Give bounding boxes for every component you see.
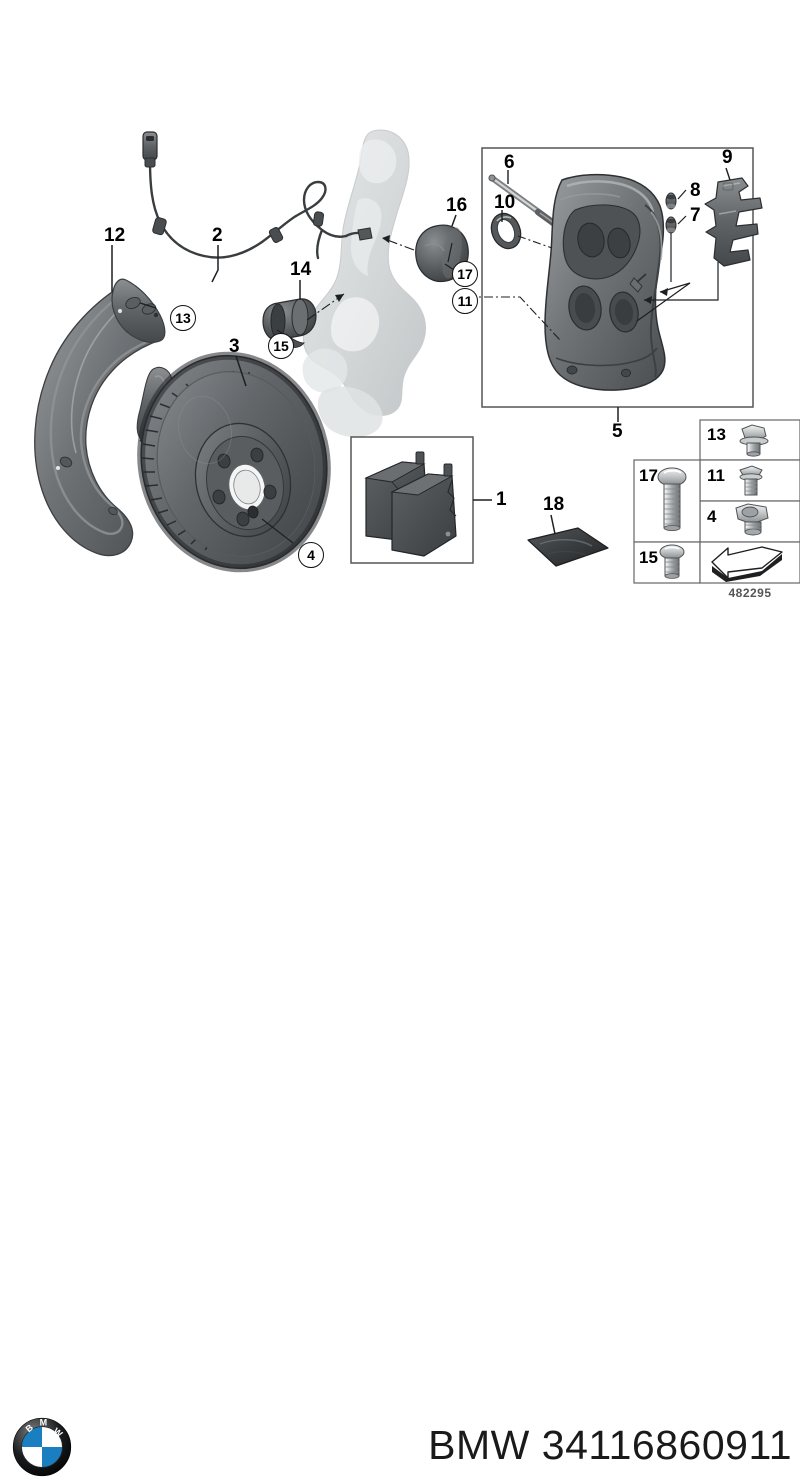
footer: B M W BMW 34116860911 (0, 700, 800, 1477)
callout-12: 12 (104, 225, 126, 246)
sachet-leader (550, 514, 556, 535)
brake-disc (137, 351, 331, 573)
callout-5: 5 (612, 421, 623, 442)
retaining-spring-clip (704, 177, 763, 267)
circled-callout-11: 11 (452, 288, 478, 314)
wear-sensor-clips (152, 211, 325, 243)
legend-number-11: 11 (707, 466, 725, 485)
leader-arrowhead (382, 235, 390, 243)
seal-ring (490, 212, 522, 250)
bmw-logo-icon: B M W (12, 1417, 72, 1477)
callout-16: 16 (446, 195, 468, 216)
callout-14: 14 (290, 259, 312, 280)
hex-flange-bolt-icon (739, 424, 769, 457)
callout-7: 7 (690, 205, 701, 226)
svg-text:M: M (40, 1417, 48, 1427)
leader-arrowhead (335, 294, 344, 302)
callout-2: 2 (212, 225, 223, 246)
anti-squeal-paste-sachet (527, 527, 609, 567)
legend-number-15: 15 (639, 548, 658, 567)
legend-number-4: 4 (707, 507, 717, 526)
footer-part-number: BMW 34116860911 (428, 1422, 792, 1468)
legend-number-13: 13 (707, 425, 726, 444)
callout-18: 18 (543, 494, 565, 515)
circled-callout-15: 15 (268, 333, 294, 359)
wear-sensor-connector (142, 131, 158, 168)
short-pan-screw-icon (659, 544, 685, 579)
steering-knuckle-ghost (302, 129, 427, 438)
brake-caliper-housing (544, 173, 666, 391)
callout-10: 10 (494, 192, 516, 213)
legend-number-17: 17 (639, 466, 658, 485)
bushing-lower (665, 216, 677, 234)
drawing-number: 482295 (728, 586, 772, 600)
callout-6: 6 (504, 152, 515, 173)
leader-arrowhead (660, 288, 668, 296)
fastener-legend (633, 419, 800, 584)
circled-callout-4: 4 (298, 542, 324, 568)
callout-9: 9 (722, 147, 733, 168)
callout-1: 1 (496, 489, 507, 510)
callout-3: 3 (229, 336, 240, 357)
callout-8: 8 (690, 180, 701, 201)
circled-callout-13: 13 (170, 305, 196, 331)
leader-arrowhead (644, 296, 652, 304)
brake-pad-wear-sensor (148, 158, 366, 260)
parts-diagram-illustration (34, 129, 800, 584)
hex-socket-plug-icon (735, 503, 769, 536)
direction-arrow-icon (711, 546, 783, 582)
bushing-upper (665, 192, 677, 210)
long-pan-screw-icon (657, 467, 687, 532)
circled-callout-17: 17 (452, 261, 478, 287)
wear-sensor-tip (357, 227, 373, 241)
diagram-canvas: 12 2 14 16 3 6 10 8 7 9 5 1 18 13 15 17 … (0, 129, 800, 1477)
brake-pad-front (390, 463, 457, 557)
flange-screw-icon (739, 465, 763, 496)
